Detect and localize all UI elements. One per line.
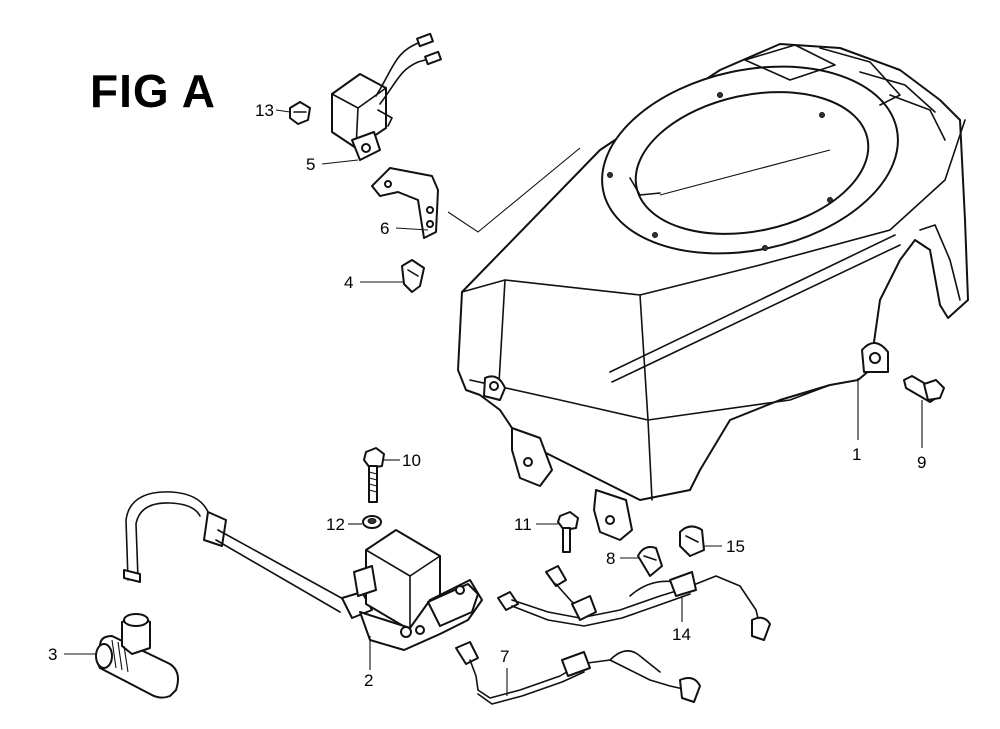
ignition-module-part-5 — [331, 32, 442, 161]
spark-plug-cap-part-3 — [95, 613, 179, 699]
callout-9: 9 — [917, 453, 926, 472]
callout-11: 11 — [514, 515, 532, 534]
callout-2: 2 — [364, 671, 373, 690]
callout-15: 15 — [726, 537, 745, 556]
ignition-coil-part-2 — [123, 491, 483, 651]
callout-7: 7 — [500, 647, 509, 666]
callout-14: 14 — [672, 625, 691, 644]
washer-part-12 — [362, 515, 382, 529]
callout-4: 4 — [344, 273, 353, 292]
callout-13: 13 — [255, 101, 274, 120]
bolt-part-11 — [557, 511, 579, 553]
figure-title: FIG A — [90, 65, 216, 117]
callout-10: 10 — [402, 451, 421, 470]
callout-12: 12 — [326, 515, 345, 534]
leader-lines — [64, 109, 923, 696]
clip-part-4 — [401, 259, 425, 293]
callout-6: 6 — [380, 219, 389, 238]
clamp-part-15 — [679, 525, 705, 557]
clamp-part-8 — [637, 546, 663, 577]
bracket-part-6 — [371, 167, 439, 239]
callout-8: 8 — [606, 549, 615, 568]
callout-1: 1 — [852, 445, 861, 464]
callout-5: 5 — [306, 155, 315, 174]
wire-harness-part-7 — [455, 641, 701, 705]
bolt-part-13 — [289, 101, 311, 125]
bolt-part-10 — [363, 447, 385, 503]
callout-3: 3 — [48, 645, 57, 664]
fan-cover-part-1 — [447, 43, 969, 541]
bolt-part-9 — [903, 375, 945, 403]
wire-harness-part-14 — [497, 565, 771, 641]
